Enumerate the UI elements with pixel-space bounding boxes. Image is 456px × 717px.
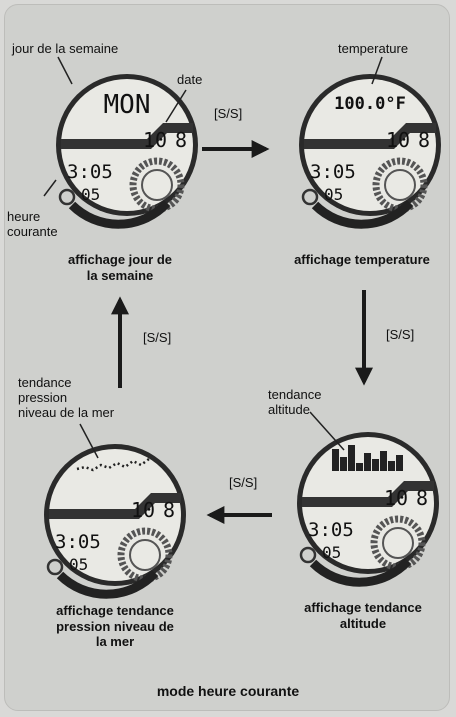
button-label-left: [S/S]	[143, 330, 172, 345]
watch-weekday-top: MON	[104, 90, 151, 120]
watch-temperature-time: 3:05	[310, 161, 356, 183]
watch-altitude-date-left: 10	[384, 486, 408, 510]
leader-current-time	[43, 179, 57, 197]
caption-temperature: affichage temperature	[294, 252, 430, 267]
watch-temperature: 100.0°F 10 8 3:05 05	[299, 74, 441, 229]
leader-altitude	[309, 411, 345, 451]
watch-temperature-date-left: 10	[386, 128, 410, 152]
watch-pressure-date-right: 8	[163, 498, 175, 522]
watch-weekday: MON 10 8 3:05 05	[56, 74, 198, 229]
watch-altitude-time: 3:05	[308, 519, 354, 541]
button-label-bottom: [S/S]	[229, 475, 258, 490]
button-label-right: [S/S]	[386, 327, 415, 342]
caption-altitude: affichage tendance altitude	[304, 600, 422, 631]
caption-pressure: affichage tendance pression niveau de la…	[56, 603, 174, 650]
watch-weekday-seconds: 05	[81, 185, 100, 204]
label-date: date	[177, 72, 203, 87]
leader-date	[165, 89, 187, 123]
watch-pressure-seconds: 05	[69, 555, 88, 574]
label-pressure-trend: tendance pression niveau de la mer	[18, 375, 115, 420]
watch-temperature-top: 100.0°F	[334, 94, 406, 114]
altitude-trend-graph	[332, 445, 403, 471]
watch-temperature-seconds: 05	[324, 185, 343, 204]
watch-temperature-date-right: 8	[418, 128, 430, 152]
leader-pressure	[79, 423, 99, 459]
button-label-top: [S/S]	[214, 106, 243, 121]
leader-temperature	[371, 56, 383, 85]
watch-pressure-date-left: 10	[131, 498, 155, 522]
label-temperature: temperature	[338, 41, 409, 56]
leader-weekday	[57, 56, 73, 85]
mode-title: mode heure courante	[156, 683, 300, 699]
label-weekday: jour de la semaine	[12, 41, 119, 56]
watch-altitude: 10 8 3:05 05	[297, 432, 439, 587]
watch-weekday-time: 3:05	[67, 161, 113, 183]
watch-pressure: 10 8 3:05 05	[44, 444, 186, 599]
watch-altitude-date-right: 8	[416, 486, 428, 510]
label-altitude-trend: tendance altitude	[268, 387, 322, 417]
watch-pressure-time: 3:05	[55, 531, 101, 553]
watch-weekday-date-left: 10	[143, 128, 167, 152]
caption-weekday: affichage jour de la semaine	[67, 252, 173, 283]
watch-altitude-seconds: 05	[322, 543, 341, 562]
watch-weekday-date-right: 8	[175, 128, 187, 152]
label-current-time: heure courante	[7, 209, 58, 239]
